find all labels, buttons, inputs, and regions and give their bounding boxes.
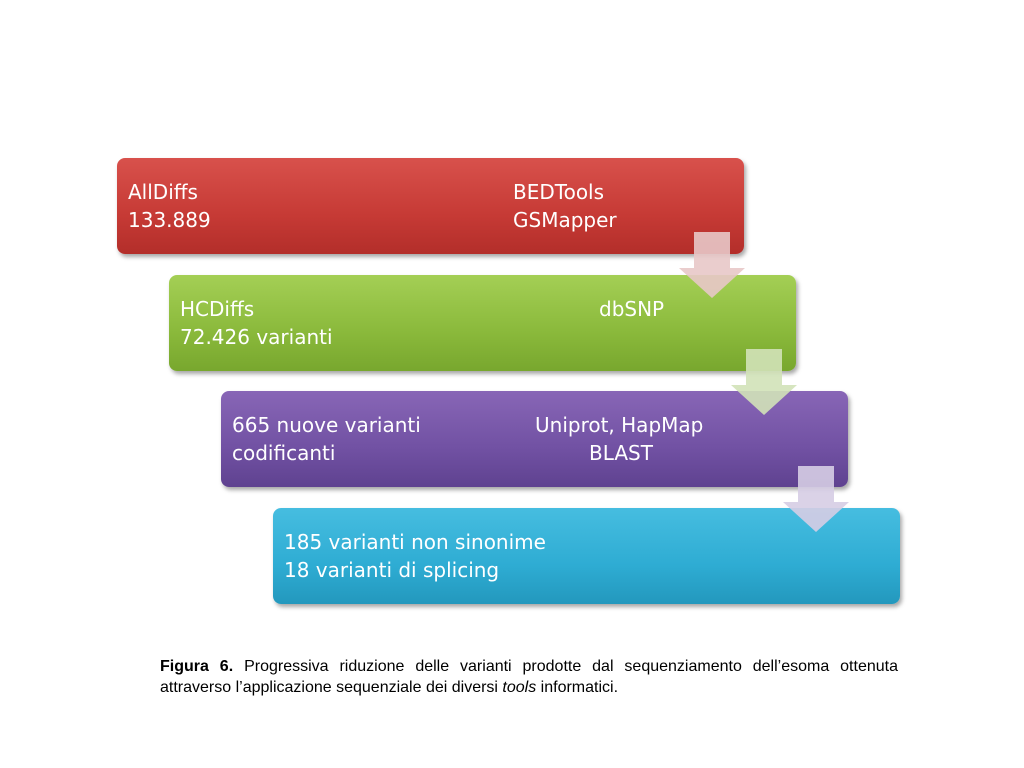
step-box-nuove-varianti: 665 nuove varianti codificanti Uniprot, … bbox=[221, 391, 848, 487]
down-arrow-icon bbox=[731, 349, 797, 415]
box-label: 18 varianti di splicing bbox=[284, 558, 500, 582]
step-box-varianti-finali: 185 varianti non sinonime 18 varianti di… bbox=[273, 508, 900, 604]
caption-label: Figura 6. bbox=[160, 658, 234, 675]
box-label: 185 varianti non sinonime bbox=[284, 530, 546, 554]
box-tool: GSMapper bbox=[513, 208, 617, 232]
caption-text-end: informatici. bbox=[536, 679, 619, 696]
step-box-hcdiffs: HCDiffs 72.426 varianti dbSNP bbox=[169, 275, 796, 371]
box-tool: BEDTools bbox=[513, 180, 605, 204]
box-label: 665 nuove varianti bbox=[232, 413, 421, 437]
caption-italic: tools bbox=[502, 679, 537, 696]
down-arrow-icon bbox=[783, 466, 849, 532]
caption-text: Progressiva riduzione delle varianti pro… bbox=[160, 658, 898, 696]
box-count: 72.426 varianti bbox=[180, 325, 333, 349]
box-label: HCDiffs bbox=[180, 297, 255, 321]
step-box-alldiffs: AllDiffs 133.889 BEDTools GSMapper bbox=[117, 158, 744, 254]
box-label: AllDiffs bbox=[128, 180, 198, 204]
box-count: 133.889 bbox=[128, 208, 211, 232]
figure-caption: Figura 6. Progressiva riduzione delle va… bbox=[160, 656, 898, 698]
box-tool: BLAST bbox=[589, 441, 653, 465]
box-tool: Uniprot, HapMap bbox=[535, 413, 704, 437]
box-tool: dbSNP bbox=[599, 297, 665, 321]
box-label-continued: codificanti bbox=[232, 441, 336, 465]
down-arrow-icon bbox=[679, 232, 745, 298]
